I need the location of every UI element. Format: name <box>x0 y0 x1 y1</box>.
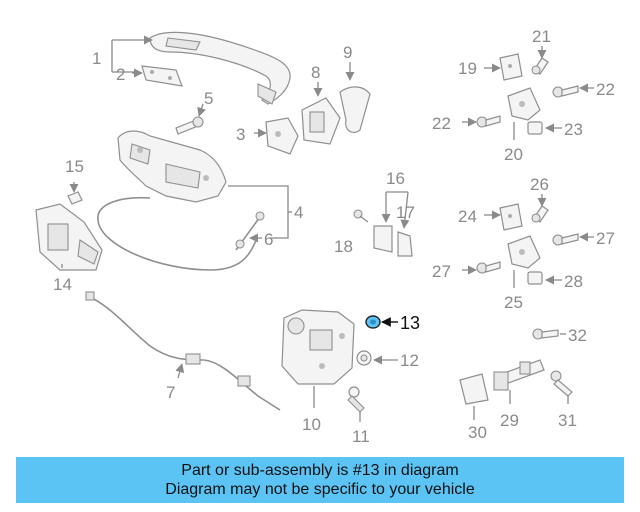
inner-handle-14 <box>35 203 103 271</box>
banner-line-1: Part or sub-assembly is #13 in diagram <box>181 462 459 479</box>
callout-24: 24 <box>458 207 477 226</box>
check-strap-29 <box>493 359 545 391</box>
latch-plate-17 <box>373 225 413 257</box>
callout-17: 17 <box>396 203 415 222</box>
callout-19: 19 <box>458 59 477 78</box>
nut-12 <box>356 350 372 366</box>
callout-30: 30 <box>468 423 487 442</box>
bracket-30 <box>459 373 489 405</box>
bolt-26 <box>531 205 549 223</box>
callout-18: 18 <box>334 237 353 256</box>
bolt-21 <box>531 57 549 75</box>
info-banner: Part or sub-assembly is #13 in diagram D… <box>16 457 624 503</box>
outer-door-handle <box>149 31 291 105</box>
parts-diagram: 1 2 5 3 8 9 4 <box>35 27 615 446</box>
callout-29: 29 <box>500 411 519 430</box>
callout-27: 27 <box>596 229 615 248</box>
callout-23: 23 <box>564 120 583 139</box>
callout-4: 4 <box>294 203 303 222</box>
callout-2: 2 <box>116 65 125 84</box>
callout-9: 9 <box>343 43 352 62</box>
hinge-upper-19 <box>499 53 523 81</box>
callout-10: 10 <box>302 415 321 434</box>
bolt-11 <box>347 386 365 413</box>
door-latch-10 <box>281 309 355 385</box>
bolt-27a <box>552 233 579 246</box>
callout-12: 12 <box>400 351 419 370</box>
cap-9 <box>339 86 371 133</box>
callout-28: 28 <box>564 272 583 291</box>
callout-22: 22 <box>596 80 615 99</box>
handle-bezel-8 <box>301 97 341 145</box>
bumper-28 <box>527 271 543 285</box>
callout-15: 15 <box>65 157 84 176</box>
banner-line-2: Diagram may not be specific to your vehi… <box>165 481 475 498</box>
bolt-31 <box>550 370 573 397</box>
bracket-3 <box>265 117 299 155</box>
clip-15 <box>67 191 83 205</box>
callout-16: 16 <box>386 169 405 188</box>
rod-6 <box>235 211 265 251</box>
hinge-25 <box>507 235 541 269</box>
hinge-20 <box>507 87 541 121</box>
callout-5: 5 <box>204 89 213 108</box>
callout-7: 7 <box>166 383 175 402</box>
callout-8: 8 <box>311 63 320 82</box>
bolt-22a <box>552 85 579 98</box>
hinge-lower-24 <box>499 203 523 231</box>
callout-14: 14 <box>53 275 72 294</box>
callout-31: 31 <box>558 411 577 430</box>
callout-13: 13 <box>400 313 420 333</box>
callout-11: 11 <box>352 427 370 446</box>
handle-cover <box>141 65 183 87</box>
callout-26: 26 <box>530 175 549 194</box>
callout-3: 3 <box>236 125 245 144</box>
callout-20: 20 <box>504 145 523 164</box>
callout-27b: 27 <box>432 262 451 281</box>
bolt-5 <box>175 116 204 135</box>
screw-18 <box>353 209 369 223</box>
callout-32: 32 <box>568 326 587 345</box>
handle-frame-4 <box>117 130 227 203</box>
callout-25: 25 <box>504 293 523 312</box>
grommet-13[interactable] <box>365 315 381 329</box>
bolt-32 <box>532 328 559 340</box>
cable-7 <box>85 291 281 411</box>
bolt-22b <box>476 115 501 128</box>
callout-22b: 22 <box>432 114 451 133</box>
callout-6: 6 <box>264 230 273 249</box>
bolt-27b <box>476 261 501 274</box>
callout-1: 1 <box>92 49 101 68</box>
callout-21: 21 <box>532 27 551 46</box>
bumper-23 <box>527 121 543 135</box>
